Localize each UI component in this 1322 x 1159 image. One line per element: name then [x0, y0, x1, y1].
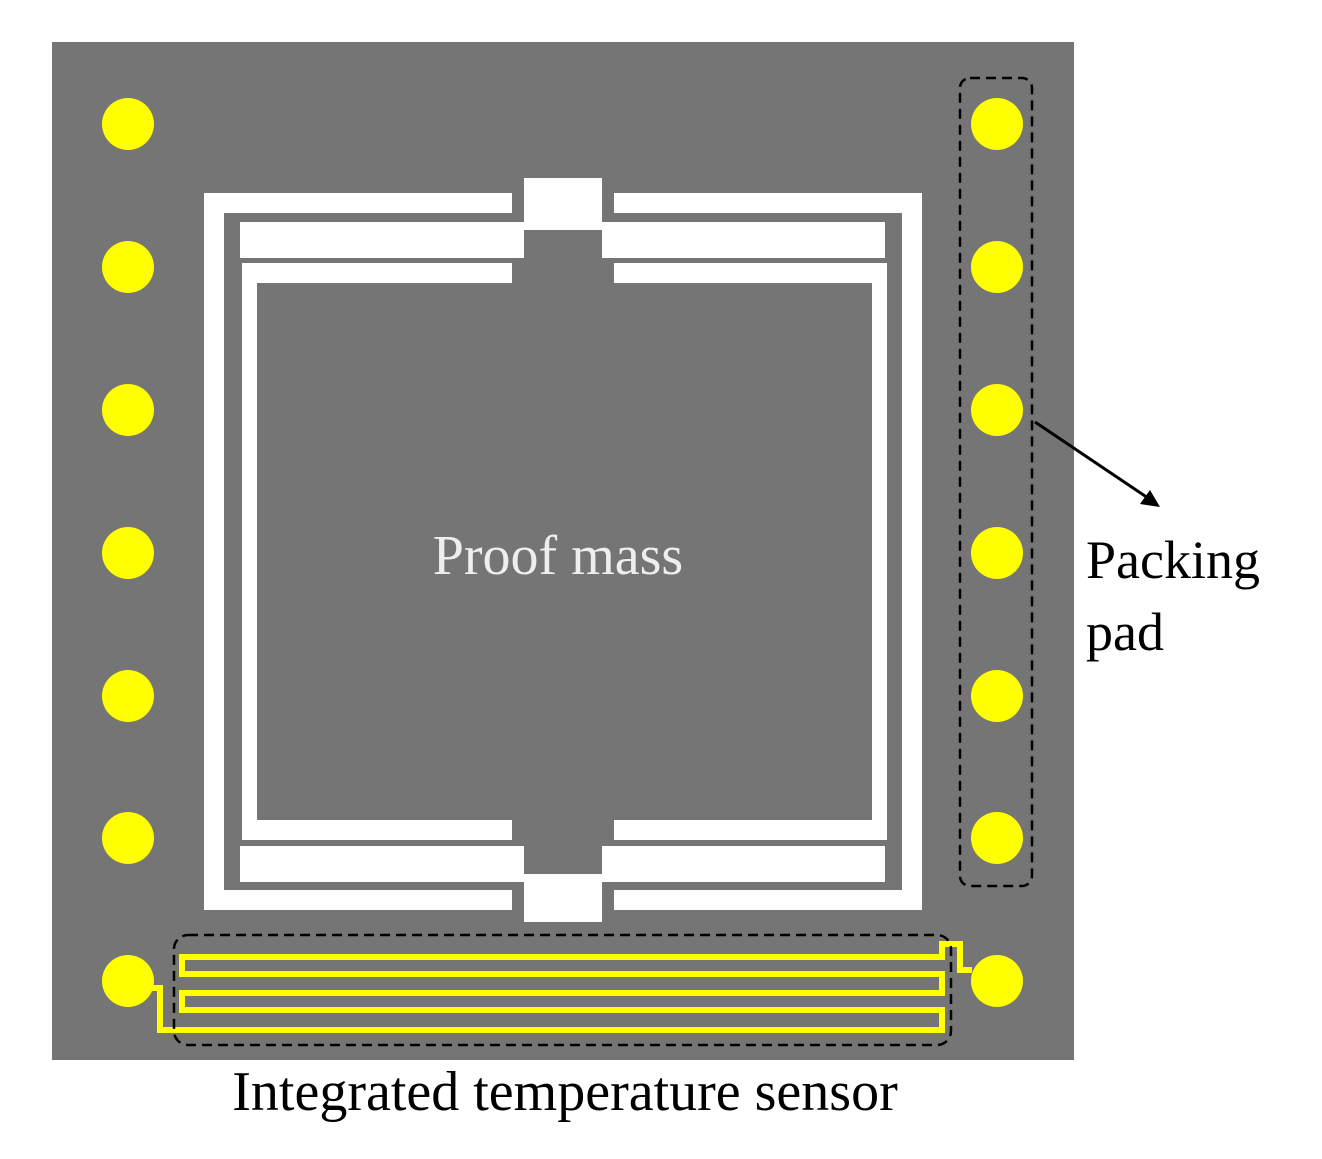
pad: [971, 527, 1023, 579]
right-pad-column: [971, 98, 1023, 864]
pad: [102, 812, 154, 864]
pad: [971, 384, 1023, 436]
pad: [971, 241, 1023, 293]
packing-pad-arrow: [1034, 420, 1160, 507]
pad: [971, 670, 1023, 722]
packing-pad-highlight: [958, 76, 1034, 888]
packing-pad-label-line1: Packing: [1086, 530, 1260, 590]
left-pad-column: [102, 98, 154, 864]
pad: [102, 384, 154, 436]
proof-mass-label: Proof mass: [433, 525, 683, 587]
pad: [102, 670, 154, 722]
pad: [102, 527, 154, 579]
pad: [971, 812, 1023, 864]
temperature-sensor-serpentine: [152, 941, 972, 1033]
temperature-sensor-highlight: [172, 933, 953, 1047]
frame-gaps: [512, 193, 614, 912]
spring-frame: [204, 178, 922, 922]
temperature-sensor-label: Integrated temperature sensor: [232, 1061, 898, 1123]
sensor-terminal-right: [971, 955, 1023, 1007]
sensor-terminal-left: [102, 955, 154, 1007]
proof-mass: [257, 283, 872, 820]
pad: [102, 98, 154, 150]
packing-pad-label-line2: pad: [1086, 602, 1164, 662]
pad: [971, 98, 1023, 150]
pad: [102, 241, 154, 293]
